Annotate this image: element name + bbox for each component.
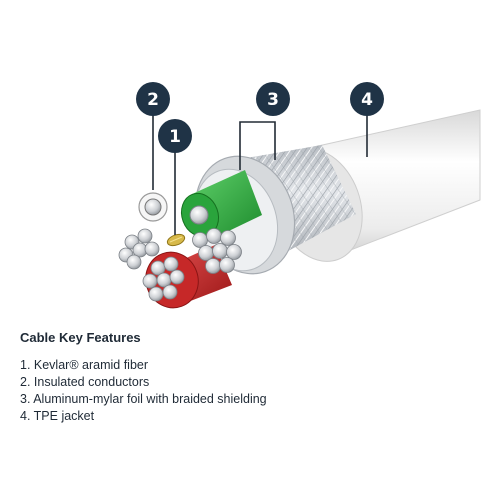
- leader-line-3: [239, 121, 276, 170]
- leader-lines: [152, 115, 368, 235]
- callout-3: 3: [256, 82, 290, 116]
- cable-cross-section-diagram: 2 1 3 4: [118, 82, 481, 309]
- svg-text:4: 4: [361, 90, 373, 110]
- callout-4: 4: [350, 82, 384, 116]
- strand-bundle-red: [142, 256, 185, 302]
- feature-item: 3. Aluminum-mylar foil with braided shie…: [20, 392, 267, 406]
- features-list: 1. Kevlar® aramid fiber 2. Insulated con…: [20, 357, 480, 425]
- svg-text:2: 2: [147, 90, 159, 110]
- svg-text:3: 3: [267, 90, 279, 110]
- feature-item: 2. Insulated conductors: [20, 375, 150, 389]
- feature-item: 1. Kevlar® aramid fiber: [20, 358, 149, 372]
- kevlar-fiber: [166, 233, 186, 247]
- strand-bundle-left: [118, 228, 160, 270]
- strand-bundle-right: [192, 228, 242, 274]
- feature-item: 4. TPE jacket: [20, 409, 95, 423]
- callout-1: 1: [158, 119, 192, 153]
- callout-2: 2: [136, 82, 170, 116]
- features-title: Cable Key Features: [20, 330, 141, 345]
- cable-key-features: Cable Key Features 1. Kevlar® aramid fib…: [20, 330, 480, 425]
- svg-text:1: 1: [169, 127, 181, 147]
- green-conductor: [180, 170, 262, 240]
- insulated-conductor: [138, 192, 168, 222]
